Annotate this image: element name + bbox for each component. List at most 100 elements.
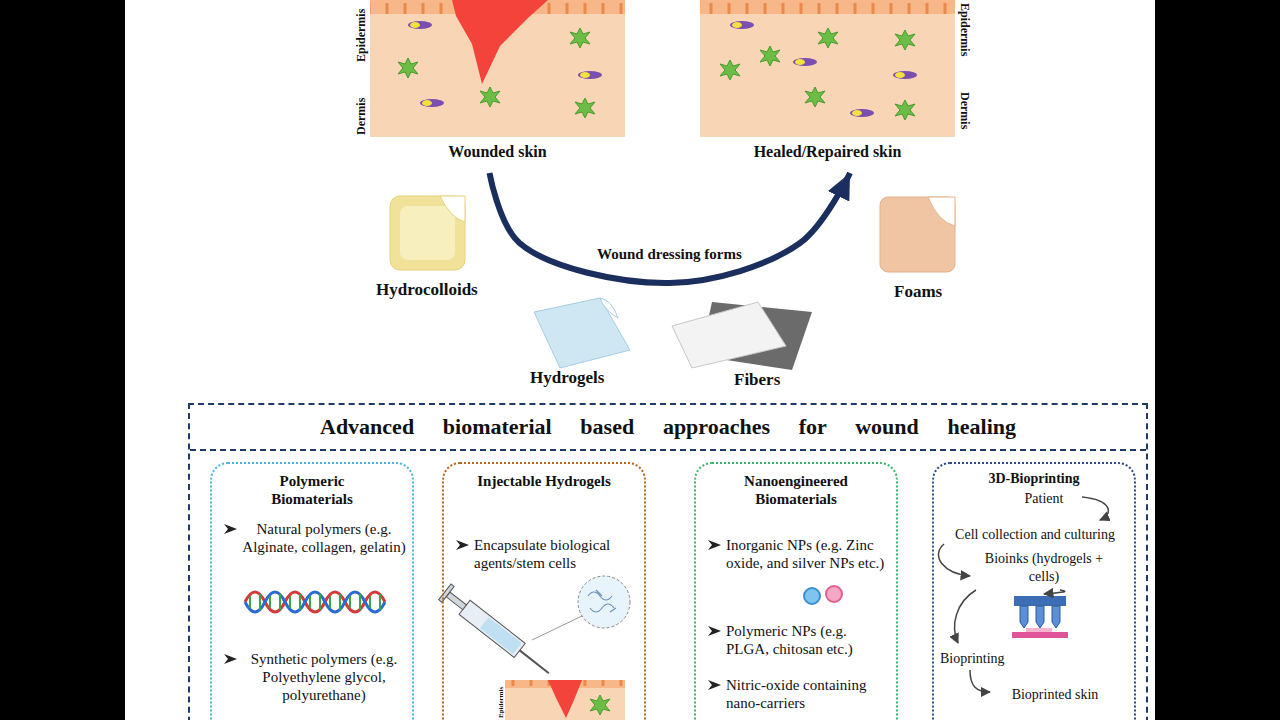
- fibroblast: [480, 87, 500, 107]
- capsule: [578, 576, 630, 628]
- peeled-corner: [600, 298, 618, 318]
- dressing-center: [400, 206, 455, 260]
- nozzles: [1020, 606, 1060, 628]
- hydrogel-icon: [534, 298, 630, 368]
- barrel-fill: [480, 617, 522, 654]
- bullet-arrow: [708, 625, 722, 637]
- epidermis-layer: [700, 0, 955, 14]
- side-bar: [1155, 0, 1280, 720]
- cell: [408, 21, 432, 29]
- fibroblast: [575, 98, 595, 118]
- print-bed: [1012, 632, 1068, 638]
- helix-rungs: [250, 594, 380, 610]
- step-label: Bioprinted skin: [990, 686, 1120, 704]
- bullet-arrow: [708, 679, 722, 691]
- dermis-layer: [700, 0, 955, 137]
- side-bar: [0, 0, 125, 720]
- mini-skin: [505, 680, 625, 720]
- fibroblast: [398, 58, 418, 78]
- dressing-label: Foams: [894, 282, 942, 302]
- cell: [893, 71, 917, 79]
- approaches-box: Advanced biomaterial based approaches fo…: [188, 403, 1148, 720]
- polymer-network: [588, 590, 616, 612]
- step-label: Cell collection and culturing: [936, 526, 1134, 544]
- fibroblast: [895, 30, 915, 50]
- cell: [730, 21, 754, 29]
- helix-strand: [245, 592, 385, 612]
- step-label: Bioprinting: [940, 650, 1030, 668]
- layer-label: Dermis: [958, 92, 972, 129]
- polymer-helix: [245, 592, 385, 612]
- dressing-sheet: [534, 298, 630, 368]
- box-title: Polymeric Biomaterials: [239, 472, 385, 508]
- process-arrows: [938, 497, 1108, 692]
- bioprinter: [1012, 596, 1068, 638]
- skin-panel: Wounded skin: [370, 0, 625, 173]
- bullet-arrow: [708, 540, 721, 550]
- fiber-icon: [672, 302, 812, 370]
- nanoparticle: [826, 586, 842, 602]
- printed-tissue: [1026, 628, 1052, 632]
- healed-skin-illustration: [700, 0, 955, 137]
- box-title: Nanoengineered Biomaterials: [713, 472, 879, 508]
- syringe: [439, 584, 555, 681]
- dermis-layer: [505, 680, 625, 720]
- category-box: Nanoengineered BiomaterialsInorganic NPs…: [694, 462, 898, 720]
- bullet-arrow: [224, 654, 237, 664]
- foam-icon: [880, 197, 955, 272]
- peeled-corner: [928, 197, 955, 226]
- bullet-arrow: [708, 680, 721, 690]
- wound: [548, 680, 582, 718]
- helix-strand: [245, 592, 385, 612]
- flow-arrow: [970, 670, 990, 692]
- fibroblast: [760, 46, 780, 66]
- plunger-handle: [439, 584, 454, 602]
- flow-arrow: [1044, 590, 1065, 594]
- fiber-sheet: [672, 302, 786, 368]
- bullet-text: Nitric-oxide containing nano-carriers: [706, 676, 892, 712]
- layer-label: Epidermis: [958, 3, 972, 56]
- layer-label: Epidermis: [354, 9, 368, 62]
- bullet-arrow: [708, 539, 722, 551]
- hydrogel-capsule: [532, 576, 630, 640]
- dressing-pad: [880, 197, 955, 272]
- category-box: Polymeric BiomaterialsNatural polymers (…: [210, 462, 414, 720]
- peeled-corner: [440, 196, 465, 222]
- hydrocolloid-icon: [390, 196, 465, 270]
- plunger: [446, 592, 466, 610]
- bullet-arrow: [456, 540, 469, 550]
- layer-label: Epidermis: [497, 687, 505, 718]
- skin-panel: Healed/Repaired skin: [700, 0, 955, 173]
- box-title: Injectable Hydrogels: [471, 472, 617, 490]
- dressing-label: Hydrocolloids: [376, 280, 478, 300]
- fibroblast: [805, 87, 825, 107]
- caption: Healed/Repaired skin: [700, 143, 955, 161]
- curved-arrow: [490, 173, 851, 283]
- cell: [420, 99, 444, 107]
- fibroblast: [570, 28, 590, 48]
- dressing-label: Fibers: [734, 370, 780, 390]
- fibroblast: [895, 100, 915, 120]
- edge-label: Wound dressing forms: [593, 245, 746, 263]
- wounded-skin-illustration: [370, 0, 625, 137]
- bullet-text: Encapsulate biological agents/stem cells: [454, 536, 640, 572]
- cell: [793, 58, 817, 66]
- layer-label: Dermis: [354, 98, 368, 135]
- printhead: [1014, 596, 1066, 606]
- bullet-text: Natural polymers (e.g. Alginate, collage…: [222, 520, 406, 556]
- bullet-arrow: [456, 539, 470, 551]
- flow-arrow: [938, 544, 970, 576]
- barrel: [459, 600, 525, 657]
- flow-arrow: [955, 590, 976, 643]
- step-label: Bioinks (hydrogels + cells): [974, 550, 1114, 586]
- category-box: 3D-BioprintingPatientCell collection and…: [932, 462, 1136, 720]
- zoom-line: [532, 616, 582, 640]
- bullet-text: Synthetic polymers (e.g. Polyethylene gl…: [222, 650, 406, 704]
- bullet-arrow: [224, 524, 237, 534]
- dermis-layer: [370, 0, 625, 137]
- flow-arrow: [1082, 497, 1108, 520]
- cell: [578, 71, 602, 79]
- dressing-pad: [390, 196, 465, 270]
